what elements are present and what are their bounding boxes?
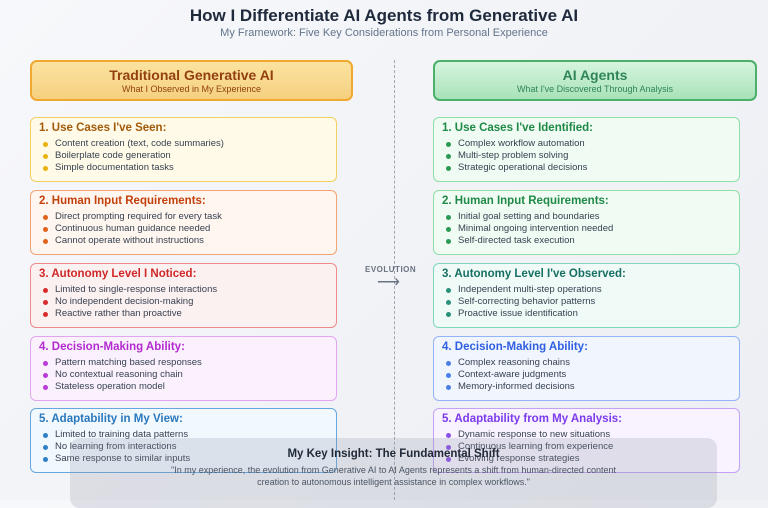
list-item: Simple documentation tasks xyxy=(43,162,328,174)
list-item: Continuous human guidance needed xyxy=(43,223,328,235)
list-item: Context-aware judgments xyxy=(446,369,731,381)
list-item: No contextual reasoning chain xyxy=(43,369,328,381)
list-item: Cannot operate without instructions xyxy=(43,235,328,247)
page-subtitle: My Framework: Five Key Considerations fr… xyxy=(220,27,548,39)
list-item: Initial goal setting and boundaries xyxy=(446,211,731,223)
list-item: Pattern matching based responses xyxy=(43,357,328,369)
list-item: Limited to single-response interactions xyxy=(43,284,328,296)
list-item: Self-directed task execution xyxy=(446,235,731,247)
insight-title: My Key Insight: The Fundamental Shift xyxy=(287,448,500,460)
left-card-1: 1. Use Cases I've Seen: Content creation … xyxy=(30,117,337,182)
right-card-2: 2. Human Input Requirements: Initial goal… xyxy=(433,190,740,255)
card-title: 5. Adaptability from My Analysis: xyxy=(442,413,622,425)
key-insight-panel: My Key Insight: The Fundamental Shift "I… xyxy=(70,438,717,508)
list-item: Stateless operation model xyxy=(43,381,328,393)
right-card-1: 1. Use Cases I've Identified: Complex wor… xyxy=(433,117,740,182)
list-item: Continuous learning from experience xyxy=(446,441,731,453)
right-card-5: 5. Adaptability from My Analysis: Dynamic… xyxy=(433,408,740,473)
list-item: Minimal ongoing intervention needed xyxy=(446,223,731,235)
left-card-4: 4. Decision-Making Ability: Pattern match… xyxy=(30,336,337,401)
arrow-right-icon: ⟶ xyxy=(377,274,400,291)
list-item: Boilerplate code generation xyxy=(43,150,328,162)
column-subheading: What I've Discovered Through Analysis xyxy=(516,84,674,94)
card-list: Direct prompting required for every task… xyxy=(43,211,328,247)
list-item: Same response to similar inputs xyxy=(43,453,328,465)
card-title: 1. Use Cases I've Identified: xyxy=(442,122,594,134)
evolution-label: EVOLUTION xyxy=(365,265,417,274)
list-item: Independent multi-step operations xyxy=(446,284,731,296)
list-item: Dynamic response to new situations xyxy=(446,429,731,441)
list-item: Direct prompting required for every task xyxy=(43,211,328,223)
list-item: Self-correcting behavior patterns xyxy=(446,296,731,308)
card-title: 3. Autonomy Level I Noticed: xyxy=(39,268,197,280)
card-title: 4. Decision-Making Ability: xyxy=(39,341,185,353)
list-item: Proactive issue identification xyxy=(446,308,731,320)
column-heading: Traditional Generative AI xyxy=(109,67,274,83)
card-title: 4. Decision-Making Ability: xyxy=(442,341,588,353)
card-list: Content creation (text, code summaries)B… xyxy=(43,138,328,174)
list-item: Reactive rather than proactive xyxy=(43,308,328,320)
card-title: 2. Human Input Requirements: xyxy=(39,195,206,207)
list-item: Content creation (text, code summaries) xyxy=(43,138,328,150)
right-card-4: 4. Decision-Making Ability: Complex reaso… xyxy=(433,336,740,401)
right-card-3: 3. Autonomy Level I've Observed: Independ… xyxy=(433,263,740,328)
column-heading: AI Agents xyxy=(562,67,628,83)
center-divider xyxy=(394,60,395,500)
card-title: 1. Use Cases I've Seen: xyxy=(39,122,167,134)
list-item: Complex reasoning chains xyxy=(446,357,731,369)
card-title: 2. Human Input Requirements: xyxy=(442,195,609,207)
page-title: How I Differentiate AI Agents from Gener… xyxy=(189,6,579,25)
list-item: Limited to training data patterns xyxy=(43,429,328,441)
list-item: Evolving response strategies xyxy=(446,453,731,465)
card-title: 3. Autonomy Level I've Observed: xyxy=(442,268,626,280)
list-item: Strategic operational decisions xyxy=(446,162,731,174)
list-item: No learning from interactions xyxy=(43,441,328,453)
left-card-2: 2. Human Input Requirements: Direct promp… xyxy=(30,190,337,255)
card-title: 5. Adaptability in My View: xyxy=(39,413,183,425)
left-card-3: 3. Autonomy Level I Noticed: Limited to s… xyxy=(30,263,337,328)
insight-quote: "In my experience, the evolution from Ge… xyxy=(171,465,616,487)
list-item: Multi-step problem solving xyxy=(446,150,731,162)
list-item: Complex workflow automation xyxy=(446,138,731,150)
ai-agents-header: AI Agents What I've Discovered Through A… xyxy=(433,60,757,101)
left-card-5: 5. Adaptability in My View: Limited to tr… xyxy=(30,408,337,473)
column-subheading: What I Observed in My Experience xyxy=(121,84,262,94)
list-item: Memory-informed decisions xyxy=(446,381,731,393)
list-item: No independent decision-making xyxy=(43,296,328,308)
generative-ai-header: Traditional Generative AI What I Observe… xyxy=(30,60,353,101)
